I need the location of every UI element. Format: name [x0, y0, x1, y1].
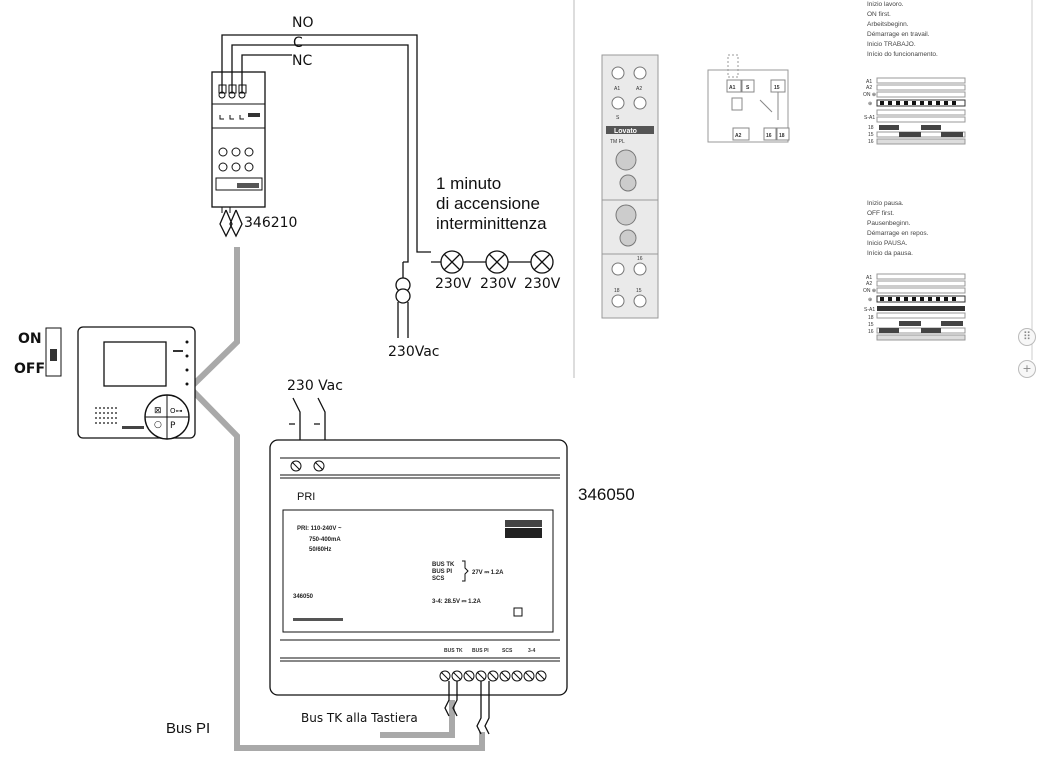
psu-supply-label: 230 Vac [287, 378, 343, 394]
desc-second-6: Início da pausa. [867, 250, 913, 257]
wire-c [231, 44, 409, 263]
psu-bus-line-1: BUS TK [432, 562, 455, 568]
bus-pi-cable [185, 247, 485, 751]
psu-small-code: 346050 [293, 594, 314, 600]
desc-first-1: Inizio lavoro. [867, 1, 904, 8]
psu-terminal-scs: SCS [502, 648, 513, 654]
caption-line-2: di accensione [436, 194, 540, 213]
svg-text:○: ○ [154, 420, 162, 430]
relay-module-346210 [211, 71, 266, 213]
timing1-row-t: ⊕ [868, 101, 872, 107]
psu-supply-wire [289, 397, 326, 440]
timer-brand: Lovato [614, 128, 637, 135]
timer-model: TM PL [610, 139, 625, 145]
timing1-row-on: ON ⊕ [863, 92, 876, 98]
lamp-voltage-3: 230V [524, 276, 561, 292]
desc-second-3: Pausenbeginn. [867, 220, 911, 227]
timer-terminal-s: S [616, 115, 620, 121]
zoom-in-button[interactable]: + [1018, 360, 1036, 378]
relay-code: 346210 [244, 215, 297, 231]
psu-bus-line-2: BUS PI [432, 569, 452, 575]
psu-bus-rating: 27V ⎓ 1.2A [472, 570, 504, 576]
desc-first-6: Início do funcionamento. [867, 51, 938, 58]
timer-terminal-a1: A1 [614, 86, 620, 92]
bus-tk-label: Bus TK alla Tastiera [301, 711, 418, 725]
caption-line-1: 1 minuto [436, 174, 501, 193]
transformer-symbol [395, 262, 411, 338]
desc-second-4: Démarrage en repos. [867, 230, 929, 237]
desc-first-5: Inicio TRABAJO. [867, 41, 916, 48]
desc-first-4: Démarrage en travail. [867, 31, 930, 38]
video-intercom: ⊠ O⊶ ○ P [77, 326, 196, 440]
switch-off-label: OFF [14, 361, 45, 377]
psu-code: 346050 [578, 485, 635, 504]
contact-label-c: C [293, 35, 303, 51]
switch-on-label: ON [18, 331, 42, 347]
timer-schematic [707, 54, 790, 143]
psu-bus-line-3: SCS [432, 576, 444, 582]
schematic-a1: A1 [729, 85, 736, 91]
lamp-chain [431, 250, 554, 274]
schematic-15: 15 [774, 85, 780, 91]
timing2-row-t: ⊕ [868, 297, 872, 303]
move-icon[interactable]: ⠿ [1018, 328, 1036, 346]
psu-spec-2: 750-400mA [309, 537, 341, 543]
contact-label-no: NO [292, 15, 314, 31]
lamp-voltage-2: 230V [480, 276, 517, 292]
caption-line-3: interminittenza [436, 214, 547, 233]
timing2-row-on: ON ⊕ [863, 288, 876, 294]
schematic-16: 16 [766, 133, 772, 139]
timing2-row-16: 16 [868, 329, 874, 335]
power-supply-346050 [269, 439, 568, 696]
timer-relay-device [601, 54, 659, 319]
schematic-18: 18 [779, 133, 785, 139]
psu-aux-rating: 3-4: 28.5V ⎓ 1.2A [432, 599, 481, 605]
psu-pri-label: PRI [297, 491, 315, 503]
transformer-supply: 230Vac [388, 344, 440, 360]
svg-text:P: P [170, 421, 176, 431]
desc-second-5: Inicio PAUSA. [867, 240, 908, 247]
timer-terminal-a2: A2 [636, 86, 642, 92]
relay-bus-wire [219, 209, 243, 238]
wire-nc [241, 54, 292, 93]
svg-text:⊠: ⊠ [154, 406, 162, 416]
timing-diagram-on-first [876, 77, 966, 145]
timing1-row-16: 16 [868, 139, 874, 145]
wire-no [221, 34, 431, 253]
bus-pi-wires [476, 681, 490, 735]
desc-second-2: OFF first. [867, 210, 894, 217]
psu-terminal-bus-pi: BUS PI [472, 648, 489, 654]
psu-spec-1: PRI: 110-240V ~ [297, 526, 342, 532]
timing1-row-18: 18 [868, 125, 874, 131]
timing2-row-18: 18 [868, 315, 874, 321]
timing-diagram-off-first [876, 273, 966, 341]
timing1-row-a2: A2 [866, 85, 872, 91]
desc-first-2: ON first. [867, 11, 891, 18]
contact-label-nc: NC [292, 53, 312, 69]
timer-terminal-18: 18 [614, 288, 620, 294]
svg-text:O⊶: O⊶ [170, 407, 183, 415]
timing2-row-sa1: S-A1 [864, 307, 875, 313]
timing2-row-15: 15 [868, 322, 874, 328]
psu-terminal-bus-tk: BUS TK [444, 648, 463, 654]
timing1-row-sa1: S-A1 [864, 115, 875, 121]
timing2-row-a2: A2 [866, 281, 872, 287]
timer-terminal-15: 15 [636, 288, 642, 294]
bus-tk-wires [444, 681, 458, 717]
bus-pi-label: Bus PI [166, 720, 210, 737]
desc-second-1: Inizio pausa. [867, 200, 904, 207]
timing1-row-15: 15 [868, 132, 874, 138]
schematic-a2: A2 [735, 133, 742, 139]
timing2-row-a1: A1 [866, 275, 872, 281]
timer-terminal-16: 16 [637, 256, 643, 262]
lamp-voltage-1: 230V [435, 276, 472, 292]
timing1-row-a1: A1 [866, 79, 872, 85]
desc-first-3: Arbeitsbeginn. [867, 21, 909, 28]
schematic-s: S [746, 85, 750, 91]
psu-terminal-3-4: 3-4 [528, 648, 535, 654]
psu-spec-3: 50/60Hz [309, 547, 331, 553]
